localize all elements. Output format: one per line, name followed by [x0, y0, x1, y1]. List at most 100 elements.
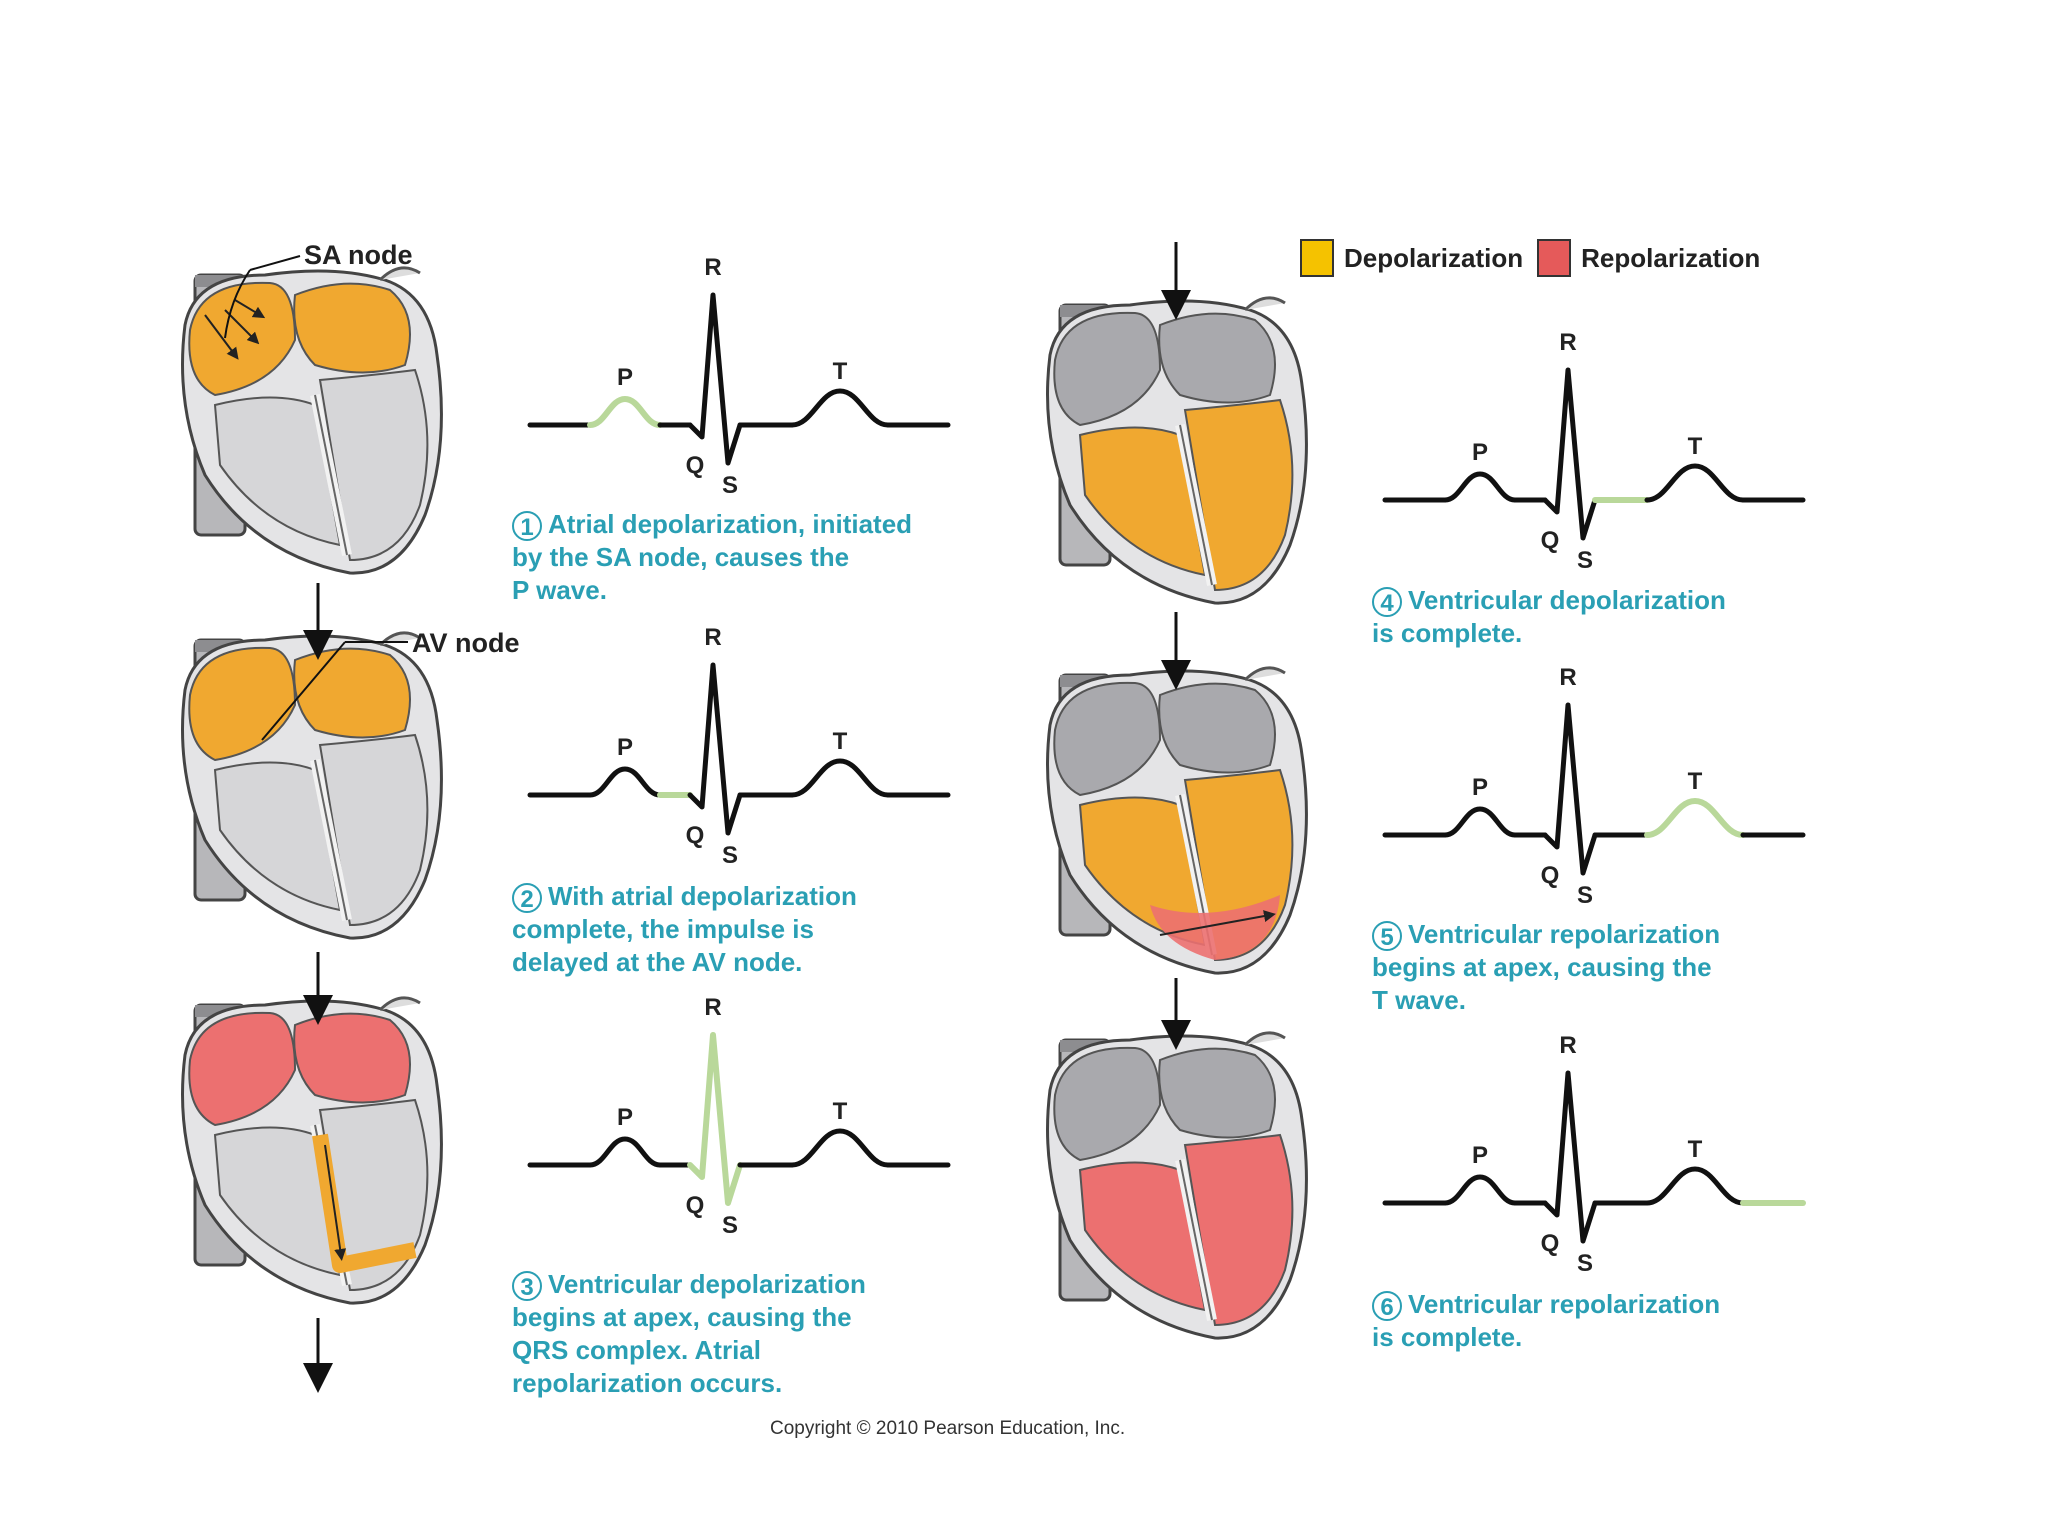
caption-text: Ventricular depolarization [1408, 585, 1726, 615]
t-wave-label: T [833, 358, 848, 385]
right-ventricle [213, 761, 342, 912]
right-ventricle [213, 1126, 342, 1277]
q-wave-label: Q [686, 822, 705, 849]
caption-text: QRS complex. Atrial [512, 1335, 761, 1366]
bundle-branch-depolarized [312, 1133, 417, 1273]
left-atrium [293, 647, 411, 739]
septum-edge [1179, 424, 1213, 586]
caption-text: P wave. [512, 575, 607, 606]
ecg-segment-t [789, 1128, 891, 1168]
bundle-impulse-arrow [324, 1144, 347, 1261]
repolarization-swatch [1537, 239, 1572, 277]
repolarization-label: Repolarization [1581, 242, 1761, 273]
aortic-arch [1243, 666, 1286, 682]
s-wave-label: S [722, 842, 738, 869]
r-wave-label: R [704, 624, 721, 651]
p-wave-label: P [1472, 774, 1488, 801]
ecg-segment-qrs [687, 292, 743, 466]
heart-step-3 [181, 996, 443, 1305]
t-wave-label: T [833, 1098, 848, 1125]
t-wave-label: T [1688, 1136, 1703, 1163]
left-ventricle [1183, 1133, 1294, 1327]
caption-text: begins at apex, causing the [512, 1302, 852, 1333]
caption-text: delayed at the AV node. [512, 947, 803, 978]
heart-step-2 [181, 631, 443, 940]
step-number-badge: 6 [1372, 1291, 1402, 1322]
sa-node-leader [224, 269, 251, 339]
septum-edge [1179, 1159, 1213, 1321]
right-ventricle [1078, 426, 1207, 577]
flow-arrows [303, 242, 1191, 1393]
caption-text: begins at apex, causing the [1372, 952, 1712, 983]
caption-text: by the SA node, causes the [512, 542, 850, 573]
node-labels: SA node AV node [224, 240, 520, 741]
ecg-segment-qrs [687, 1032, 743, 1206]
left-ventricle [318, 368, 429, 562]
septum-edge [314, 394, 348, 556]
legend-repolarization: Repolarization [1537, 239, 1760, 277]
t-wave-label: T [1688, 433, 1703, 460]
right-atrium [188, 281, 297, 397]
heart-step-4 [1046, 296, 1308, 605]
caption-line: is complete. [1372, 1321, 1720, 1354]
q-wave-label: Q [1541, 862, 1560, 889]
ecg-segment-t [789, 758, 891, 798]
r-wave-label: R [704, 994, 721, 1021]
p-wave-label: P [617, 734, 633, 761]
step-number-badge: 4 [1372, 587, 1402, 618]
ecg-trace-3: P R QS T [527, 994, 951, 1239]
caption-line: is complete. [1372, 617, 1726, 650]
ecg-segment-p [1442, 806, 1518, 838]
caption-line: T wave. [1372, 984, 1720, 1017]
sa-node-pointer [249, 255, 301, 271]
legend: Depolarization Repolarization [1300, 236, 1760, 280]
p-wave-label: P [1472, 439, 1488, 466]
p-wave-label: P [617, 1104, 633, 1131]
caption-text: is complete. [1372, 1322, 1523, 1353]
septum-edge [314, 759, 348, 921]
q-wave-label: Q [1541, 527, 1560, 554]
right-atrium [1053, 1046, 1162, 1162]
caption-text: Ventricular repolarization [1408, 919, 1721, 949]
s-wave-label: S [1577, 547, 1593, 574]
caption-line: begins at apex, causing the [512, 1301, 866, 1334]
caption-text: is complete. [1372, 618, 1523, 649]
aortic-arch [378, 996, 421, 1012]
caption-text: With atrial depolarization [548, 881, 857, 911]
caption-text: Ventricular depolarization [548, 1269, 866, 1299]
ecg-trace-2: P R QS T [527, 624, 951, 869]
q-wave-label: Q [686, 1192, 705, 1219]
left-ventricle [318, 1098, 429, 1292]
depolarization-label: Depolarization [1344, 242, 1524, 273]
ecg-segment-qrs [687, 662, 743, 836]
caption-text: complete, the impulse is [512, 914, 814, 945]
caption-text: repolarization occurs. [512, 1368, 783, 1399]
sa-node-label: SA node [304, 240, 413, 270]
caption-line: repolarization occurs. [512, 1367, 866, 1400]
apex-impulse-arrow [1159, 910, 1276, 936]
left-ventricle [1183, 398, 1294, 592]
depolarization-swatch [1300, 239, 1334, 277]
hearts-layer [181, 266, 1308, 1340]
aortic-arch [1243, 296, 1286, 312]
caption-text: Atrial depolarization, initiated [548, 509, 913, 539]
aortic-arch [1243, 1031, 1286, 1047]
heart-step-6 [1046, 1031, 1308, 1340]
t-wave-label: T [833, 728, 848, 755]
s-wave-label: S [722, 1212, 738, 1239]
heart-step-5 [1046, 666, 1308, 975]
ecg-segment-t [1644, 798, 1746, 838]
